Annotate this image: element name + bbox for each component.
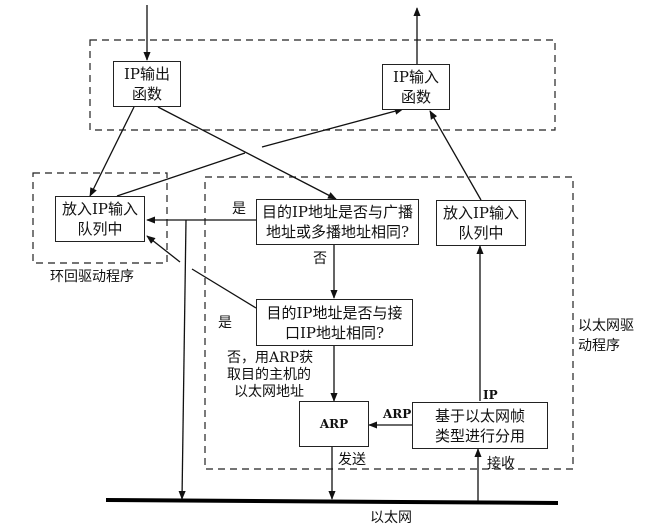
ip-output-line1: IP输出 [123,65,171,83]
yes-label-2: 是 [218,315,232,331]
demux-line2: 类型进行分用 [434,426,525,445]
ip-output-line2: 函数 [131,85,162,103]
arp-label: ARP [319,417,349,431]
eth-queue-line2: 队列中 [458,224,504,242]
receive-label: 接收 [487,456,515,472]
arrow-ethqueue-to-ipinput [429,110,482,201]
no-label-2-line3: 以太网地址 [234,384,304,400]
ip-input-line2: 函数 [400,88,431,106]
arrow-yes-iface-to-loopback-a [191,268,257,309]
no-label-2-line2: 取目的主机的 [227,367,311,383]
arrow-copy-to-bus [178,219,187,500]
ip-input-line1: IP输入 [392,68,440,86]
yes-label-1: 是 [232,201,246,217]
loopback-queue-box: 放入IP输入 队列中 [55,196,145,242]
ethernet-driver-group [204,176,574,470]
iface-check-line2: 口IP地址相同? [284,323,385,342]
ethernet-driver-label-line2: 动程序 [578,338,620,354]
demux-box: 基于以太网帧 类型进行分用 [412,402,548,449]
demux-line1: 基于以太网帧 [434,406,525,425]
send-label: 发送 [338,452,366,468]
ip-input-function-box: IP输入 函数 [382,64,450,110]
arrow-ipout-to-loopback [89,106,135,197]
arrow-ipout-to-broadcast-check [157,106,337,200]
loopback-driver-group [32,172,168,264]
broadcast-check-box: 目的IP地址是否与广播 地址或多播地址相同? [256,199,419,245]
loopback-queue-line2: 队列中 [77,220,123,238]
loopback-queue-line1: 放入IP输入 [61,200,139,218]
no-label-2-line1: 否，用ARP获 [227,350,314,366]
ethernet-driver-label-line1: 以太网驱 [578,318,634,334]
ethernet-bus [105,498,559,505]
iface-check-box: 目的IP地址是否与接 口IP地址相同? [256,299,413,346]
arrow-loopback-to-ipinput-b [261,107,404,148]
ip-layer-group [89,39,556,131]
ip-output-function-box: IP输出 函数 [113,61,181,107]
no-label-1: 否 [313,251,327,267]
iface-check-line1: 目的IP地址是否与接 [266,303,403,322]
broadcast-check-line2: 地址或多播地址相同? [265,223,410,241]
ethernet-bus-label: 以太网 [370,510,412,526]
arrow-yes-iface-to-loopback-b [146,235,181,263]
eth-queue-box: 放入IP输入 队列中 [436,200,526,246]
loopback-driver-label: 环回驱动程序 [50,269,134,285]
arp-box: ARP [299,401,369,447]
arp-edge-label: ARP [383,407,412,421]
arrow-loopback-to-ipinput-a [116,152,246,197]
eth-queue-line1: 放入IP输入 [442,204,520,222]
ip-edge-label: IP [483,388,498,402]
broadcast-check-line1: 目的IP地址是否与广播 [261,203,414,221]
